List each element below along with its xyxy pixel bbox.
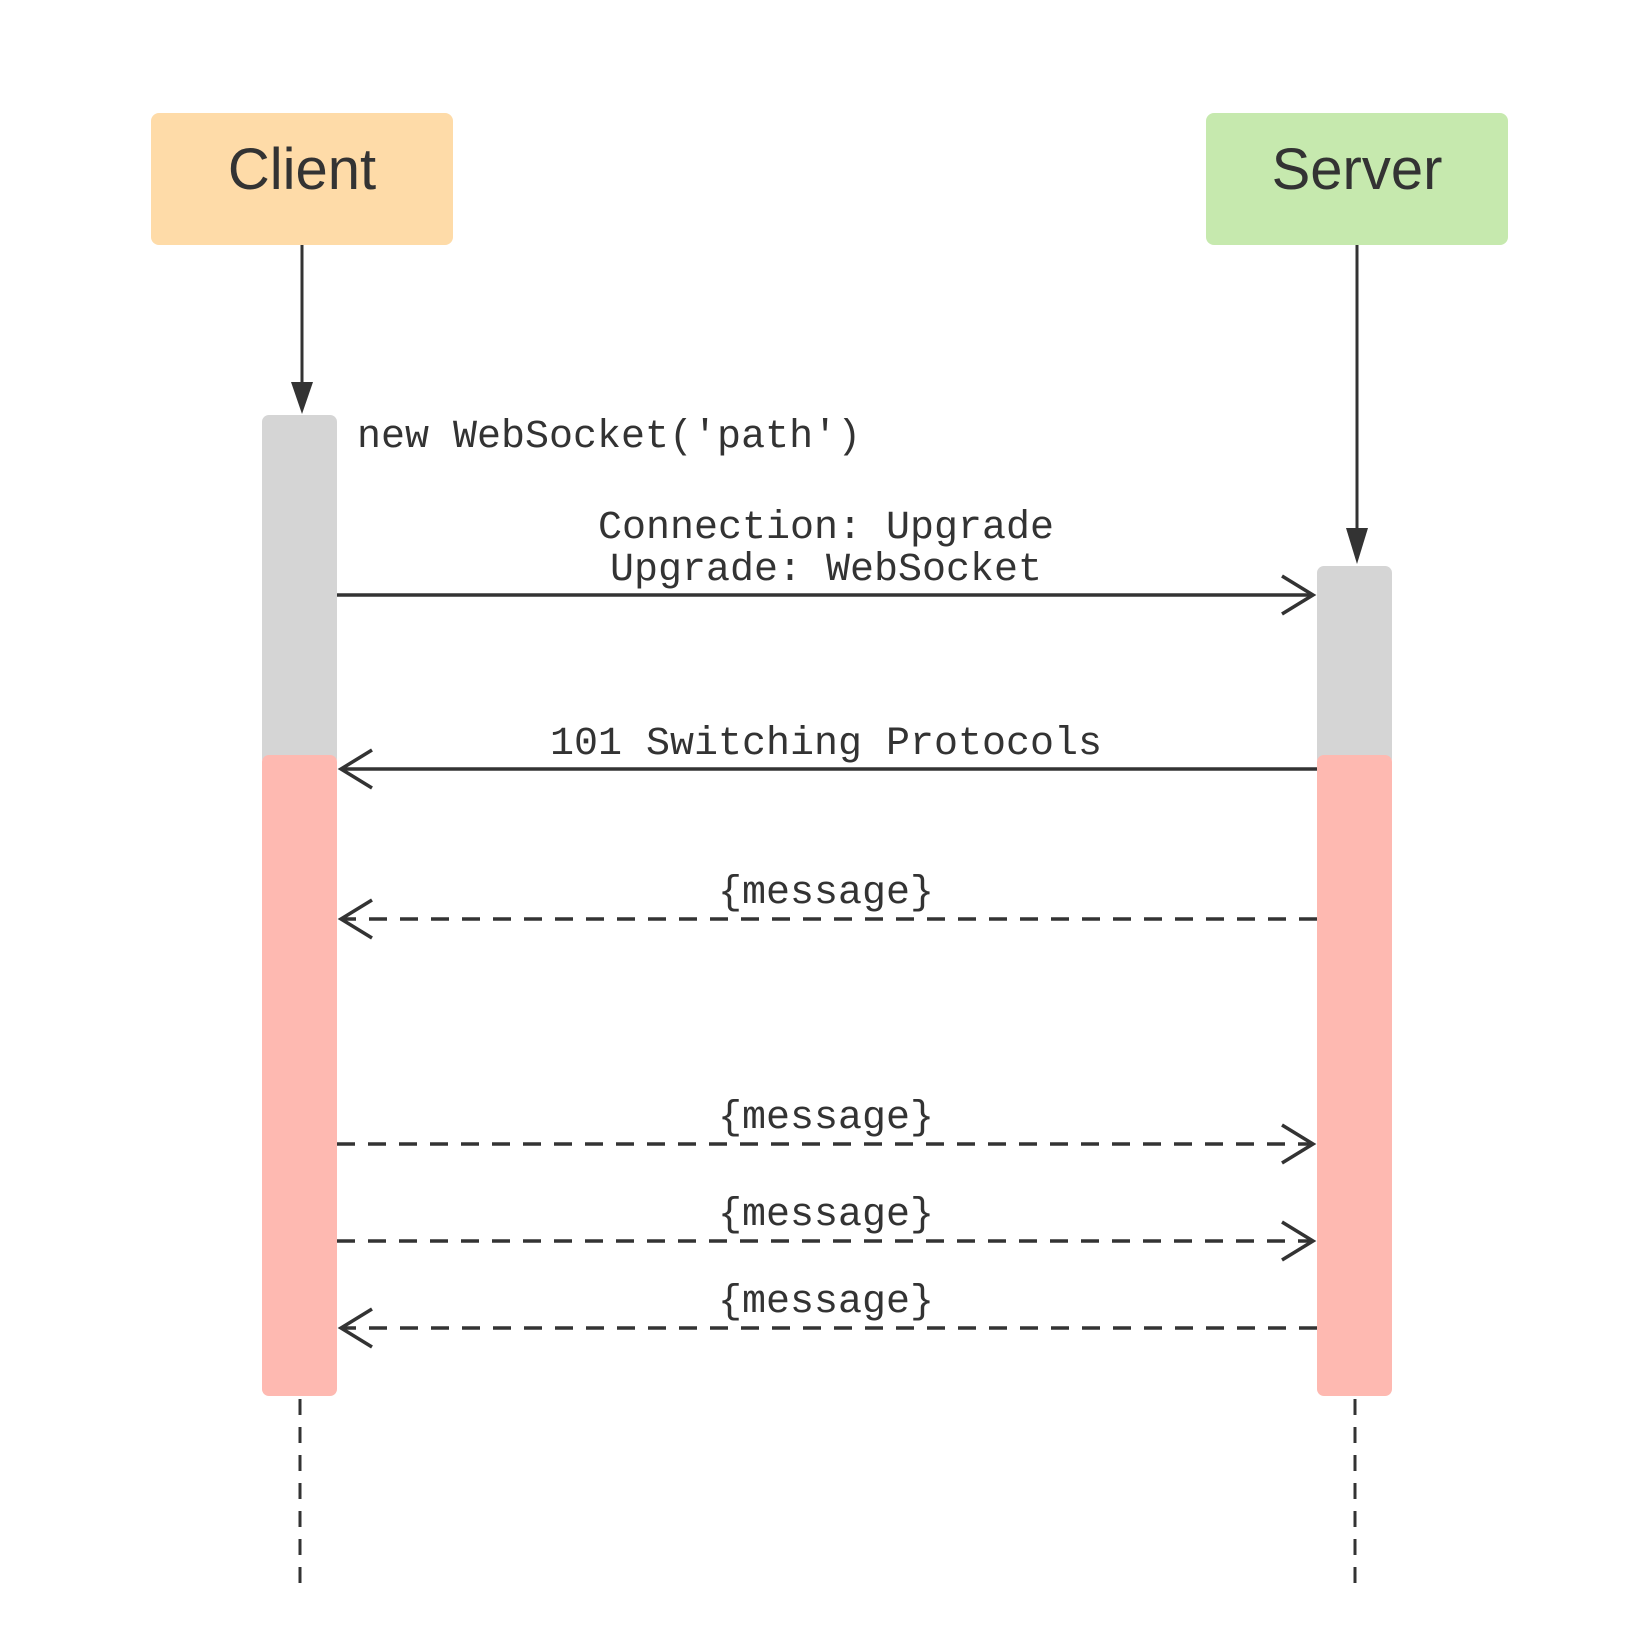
- server-lifeline-arrowhead: [1346, 528, 1368, 564]
- server-participant: Server: [1206, 113, 1508, 245]
- server-activation-open: [1317, 755, 1392, 1396]
- upgrade-request-arrowhead: [1281, 574, 1317, 616]
- server-box: [1206, 113, 1508, 245]
- client-participant: Client: [151, 113, 453, 245]
- client-lifeline-arrowhead: [291, 382, 313, 414]
- message-3-arrowhead: [1281, 1220, 1317, 1262]
- message-2-label: {message}: [718, 1096, 934, 1141]
- message-1-label: {message}: [718, 871, 934, 916]
- client-label: Client: [228, 137, 376, 202]
- message-2-arrowhead: [1281, 1123, 1317, 1165]
- message-1-arrowhead: [337, 898, 373, 940]
- switching-protocols-label: 101 Switching Protocols: [550, 722, 1102, 767]
- server-activation-handshake: [1317, 566, 1392, 765]
- client-activation-open: [262, 755, 337, 1396]
- upgrade-request-label-line1: Connection: Upgrade: [598, 506, 1054, 551]
- switching-protocols-arrowhead: [337, 748, 373, 790]
- client-activation-handshake: [262, 415, 337, 765]
- message-4-arrowhead: [337, 1307, 373, 1349]
- server-label: Server: [1272, 137, 1443, 202]
- client-box: [151, 113, 453, 245]
- upgrade-request-label-line2: Upgrade: WebSocket: [610, 548, 1042, 593]
- message-3-label: {message}: [718, 1193, 934, 1238]
- message-4-label: {message}: [718, 1280, 934, 1325]
- create-websocket-label: new WebSocket('path'): [357, 415, 861, 460]
